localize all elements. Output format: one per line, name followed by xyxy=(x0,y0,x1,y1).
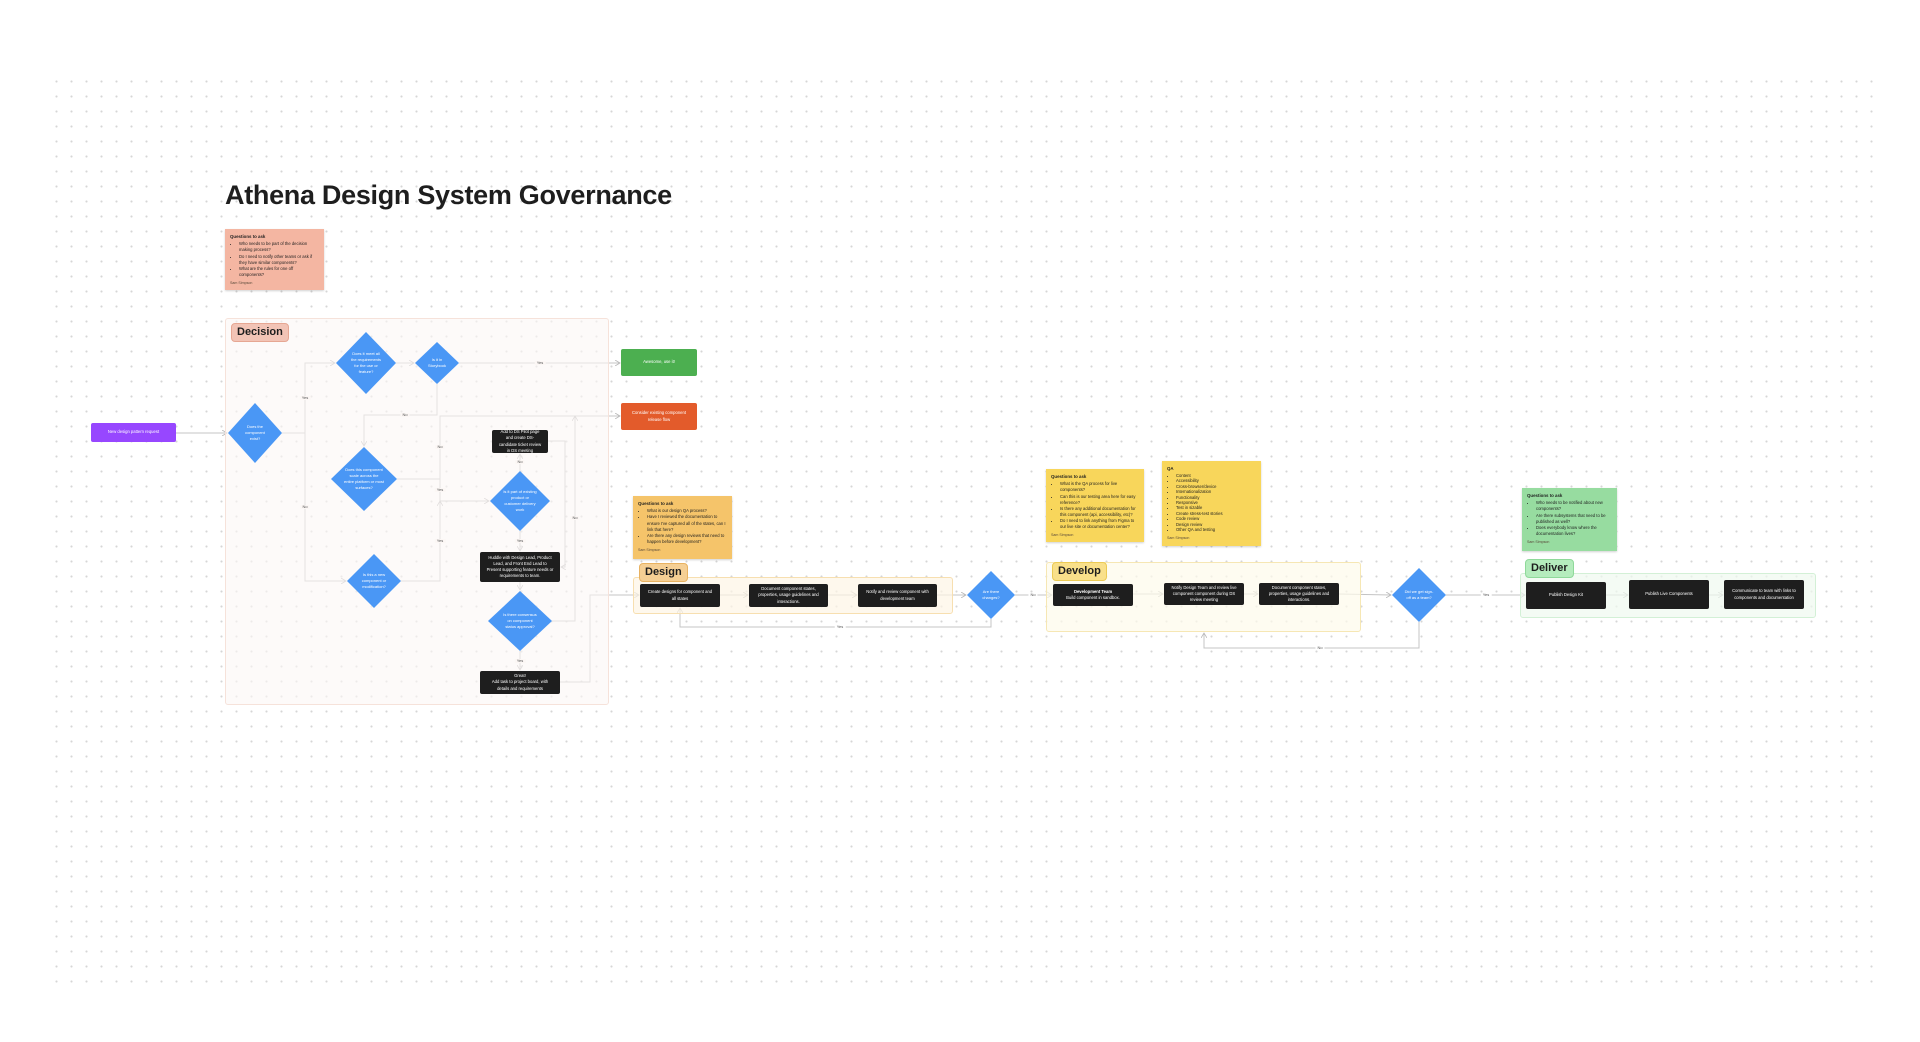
sticky-item: Are there subsystems that need to be pub… xyxy=(1536,513,1612,525)
sticky-heading: QA xyxy=(1167,466,1174,471)
edge-label-no: No xyxy=(400,412,410,417)
sticky-note-design-questions[interactable]: Questions to ask What is our design QA p… xyxy=(633,496,732,559)
edge-label-no: No xyxy=(1028,592,1038,597)
decision-signoff[interactable]: Did we get sign-off as a team? xyxy=(1404,589,1434,600)
sticky-item: Does everybody know where the documentat… xyxy=(1536,525,1612,537)
edge-label-no: No xyxy=(515,459,525,464)
design-step-3[interactable]: Notify and review component with develop… xyxy=(858,584,937,607)
sticky-note-develop-questions[interactable]: Questions to ask What is the QA process … xyxy=(1046,469,1144,543)
sticky-author: Sam Simpson xyxy=(1051,533,1074,538)
decision-consensus[interactable]: Is there consensus on component status a… xyxy=(503,612,537,629)
deliver-step-3[interactable]: Communicate to team with links to compon… xyxy=(1724,580,1804,609)
sticky-item: Have I reviewed the documentation to ens… xyxy=(647,514,727,532)
add-to-pilot-node[interactable]: Add to DS Pilot page and create DS-candi… xyxy=(492,429,548,453)
sticky-item: What is the QA process for live componen… xyxy=(1060,481,1139,493)
sticky-item: Are there any design reviews that need t… xyxy=(647,533,727,545)
edge-label-no: No xyxy=(1315,645,1325,650)
edge-label-no: No xyxy=(300,504,310,509)
decision-scales-across-platform[interactable]: Does this component scale across the ent… xyxy=(344,467,385,490)
sticky-author: Sam Simpson xyxy=(1527,539,1550,544)
develop-step-3[interactable]: Document component states, properties, u… xyxy=(1259,583,1339,605)
great-text: Add task to project board, with details … xyxy=(491,679,549,691)
sticky-author: Sam Simpson xyxy=(1167,535,1190,540)
sticky-item: Who needs to be notified about new compo… xyxy=(1536,500,1612,512)
sticky-item: What are the rules for one off component… xyxy=(239,266,319,278)
board-title: Athena Design System Governance xyxy=(225,180,672,210)
sticky-note-qa-checklist[interactable]: QA ContentAccessibilityCross-browser/dev… xyxy=(1162,461,1261,546)
edge-label-no: No xyxy=(570,515,580,520)
decision-are-there-changes[interactable]: Are there changes? xyxy=(982,589,1000,600)
sticky-item: Do I need to notify other teams or ask i… xyxy=(239,254,319,266)
awesome-use-it-node[interactable]: Awesome, use it! xyxy=(621,349,697,376)
sticky-note-decision-questions[interactable]: Questions to ask Who needs to be part of… xyxy=(225,229,324,291)
sticky-item: Is there any additional documentation fo… xyxy=(1060,506,1139,518)
sticky-heading: Questions to ask xyxy=(638,501,674,506)
sticky-item: Can this is our testing area here for ea… xyxy=(1060,494,1139,506)
deliver-step-2[interactable]: Publish Live Components xyxy=(1629,580,1709,609)
sticky-author: Sam Simpson xyxy=(230,280,253,285)
sticky-item: Do I need to link anything from Figma to… xyxy=(1060,518,1139,530)
develop-frame-label: Develop xyxy=(1052,562,1107,581)
start-node[interactable]: New design pattern request xyxy=(91,423,176,442)
develop-step-1-text: Build component in sandbox. xyxy=(1066,595,1120,600)
decision-in-storybook[interactable]: Is it in Storybook xyxy=(427,357,446,368)
edge-label-yes: Yes xyxy=(834,624,846,629)
develop-step-1[interactable]: Development Team Build component in sand… xyxy=(1053,584,1133,606)
edge-label-yes: Yes xyxy=(514,658,526,663)
deliver-frame-label: Deliver xyxy=(1525,559,1574,578)
develop-step-2[interactable]: Notify Design Team and review live compo… xyxy=(1164,583,1244,605)
sticky-heading: Questions to ask xyxy=(1527,493,1563,498)
decision-meets-requirements[interactable]: Does it meet all the requirements for th… xyxy=(350,351,381,374)
edge-label-yes: Yes xyxy=(534,360,546,365)
sticky-heading: Questions to ask xyxy=(1051,474,1087,479)
edge-label-yes: Yes xyxy=(434,538,446,543)
consider-release-flow-node[interactable]: Consider existing component release flow xyxy=(621,403,697,430)
design-frame-label: Design xyxy=(639,563,688,582)
edge-label-no: No xyxy=(435,444,445,449)
edge-label-yes: Yes xyxy=(514,538,526,543)
sticky-item: Who needs to be part of the decision mak… xyxy=(239,241,319,253)
sticky-heading: Questions to ask xyxy=(230,234,266,239)
decision-frame-label: Decision xyxy=(231,323,289,342)
decision-component-exists[interactable]: Does the component exist? xyxy=(245,424,265,441)
design-step-1[interactable]: Create designs for component and all sta… xyxy=(640,584,720,607)
sticky-item: Other QA and testing xyxy=(1176,527,1256,532)
huddle-node[interactable]: Huddle with Design Lead, Product Lead, a… xyxy=(480,552,560,582)
edge-label-yes: Yes xyxy=(299,395,311,400)
deliver-step-1[interactable]: Publish Design Kit xyxy=(1526,582,1606,609)
design-step-2[interactable]: Document component states, properties, u… xyxy=(749,584,828,607)
edge-label-yes: Yes xyxy=(1480,592,1492,597)
sticky-author: Sam Simpson xyxy=(638,547,661,552)
decision-existing-delivery-work[interactable]: Is it part of existing product or custom… xyxy=(503,489,537,512)
edge-label-yes: Yes xyxy=(434,487,446,492)
great-add-task-node[interactable]: Great! Add task to project board, with d… xyxy=(480,671,560,694)
decision-frame[interactable] xyxy=(225,318,609,705)
sticky-note-deliver-questions[interactable]: Questions to ask Who needs to be notifie… xyxy=(1522,488,1617,551)
decision-new-or-modification[interactable]: Is this a new component or modification? xyxy=(361,572,387,589)
